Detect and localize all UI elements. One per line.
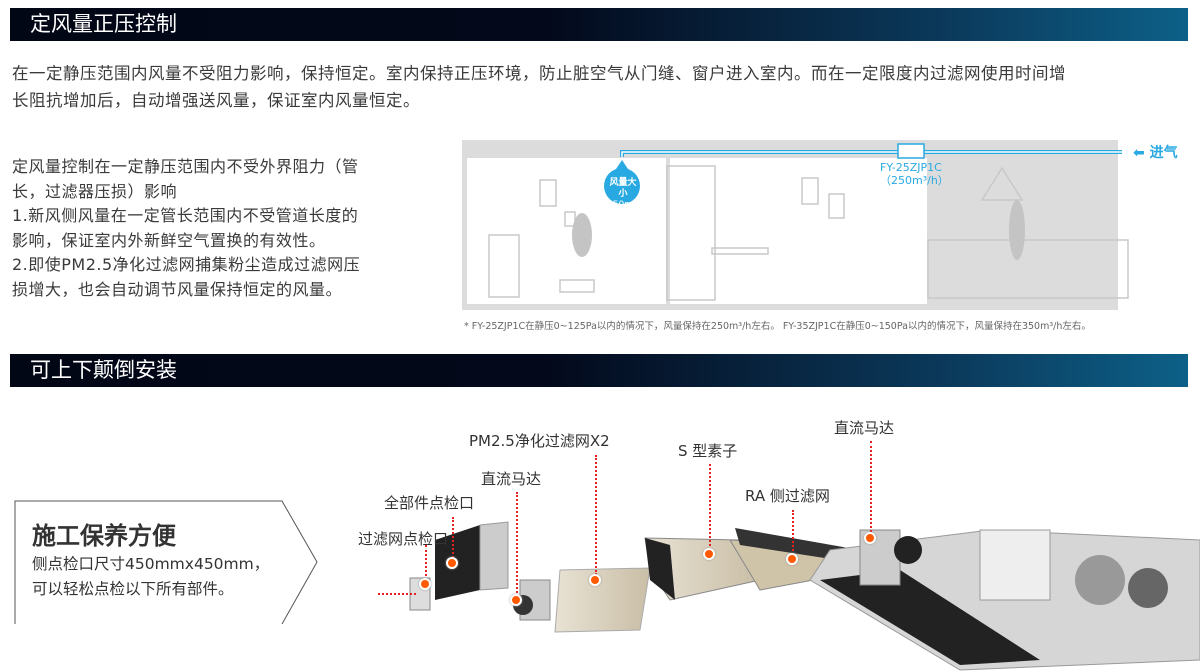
callout: 施工保养方便 侧点检口尺寸450mmx450mm， 可以轻松点检以下所有部件。: [32, 520, 269, 602]
part-label-filter-access: 过滤网点检口: [358, 530, 449, 548]
footnote: * FY-25ZJP1C在静压0~125Pa以内的情况下，风量保持在250m³/…: [464, 321, 1091, 332]
desc-line: 影响，保证室内外新鲜空气置换的有效性。: [12, 230, 326, 250]
part-label-s-element: S 型素子: [678, 442, 738, 460]
description: 定风量控制在一定静压范围内不受外界阻力（管 长，过滤器压损）影响 1.新风侧风量…: [12, 155, 360, 302]
unit-model: FY-25ZJP1C: [880, 161, 942, 174]
desc-line: 损增大，也会自动调节风量保持恒定的风量。: [12, 279, 343, 299]
desc-line: 定风量控制在一定静压范围内不受外界阻力（管: [12, 157, 359, 176]
part-label-full-access: 全部件点检口: [384, 494, 475, 512]
intro-text: 在一定静压范围内风量不受阻力影响，保持恒定。室内保持正压环境，防止脏空气从门缝、…: [12, 60, 1066, 114]
bubble-flow: 250m³/h: [607, 200, 646, 210]
part-label-dc-motor: 直流马达: [481, 470, 542, 488]
part-label-ra-filter: RA 侧过滤网: [745, 487, 830, 505]
callout-title: 施工保养方便: [32, 522, 176, 550]
callout-shape: [14, 500, 318, 625]
callout-line: 侧点检口尺寸450mmx450mm，: [32, 555, 270, 573]
intro-line-1: 在一定静压范围内风量不受阻力影响，保持恒定。室内保持正压环境，防止脏空气从门缝、…: [12, 64, 1066, 83]
desc-line: 1.新风侧风量在一定管长范围内不受管道长度的: [12, 206, 359, 225]
room-illustration: [488, 143, 1129, 301]
inlet-label: ⬅ 进气: [1133, 142, 1178, 162]
unit-flow: （250m³/h）: [880, 174, 949, 187]
desc-line: 长，过滤器压损）影响: [12, 181, 178, 201]
inlet-text: 进气: [1149, 145, 1178, 161]
part-label-pm25-filter: PM2.5净化过滤网X2: [469, 432, 610, 450]
desc-line: 2.即使PM2.5净化过滤网捕集粉尘造成过滤网压: [12, 255, 361, 274]
part-label-dc-motor-2: 直流马达: [834, 419, 895, 437]
section-header-constant-airflow: 定风量正压控制: [10, 8, 1188, 41]
bubble-label: 风量大小: [609, 178, 637, 199]
arrow-left-icon: ⬅: [1133, 145, 1150, 161]
intro-line-2: 长阻抗增加后，自动增强送风量，保证室内风量恒定。: [12, 91, 420, 110]
callout-line: 可以轻松点检以下所有部件。: [32, 580, 234, 598]
kitchen: [670, 158, 927, 304]
house-diagram: 风量大小 250m³/h FY-25ZJP1C （250m³/h）: [462, 140, 1129, 310]
section-header-reversible-install: 可上下颠倒安装: [10, 354, 1188, 387]
